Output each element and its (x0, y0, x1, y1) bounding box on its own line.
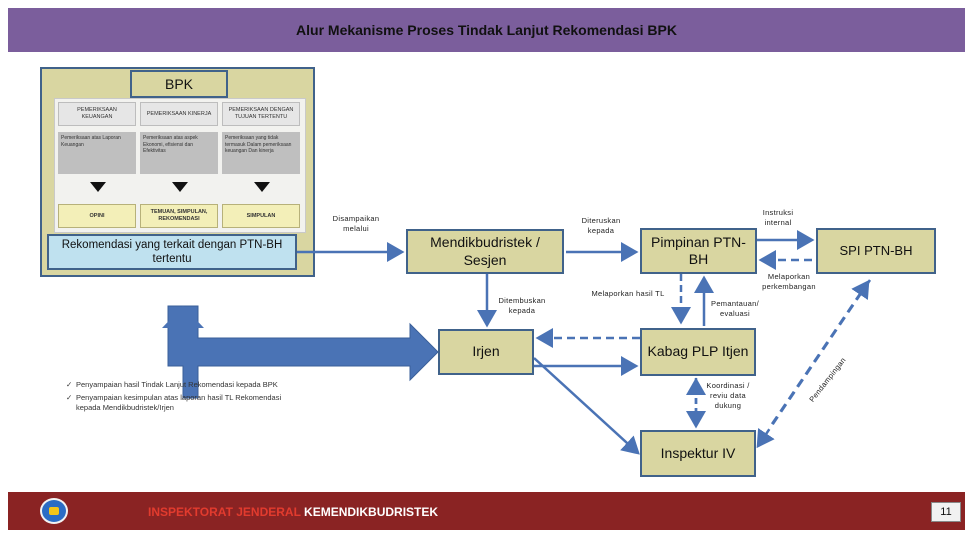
footer-right-text: KEMENDIKBUDRISTEK (304, 505, 439, 519)
note-item: ✓Penyampaian kesimpulan atas laporan has… (66, 393, 296, 414)
node-irjen: Irjen (438, 329, 534, 375)
footer-left-text: INSPEKTORAT JENDERAL (148, 505, 301, 519)
label-diteruskan: Diteruskan kepada (581, 216, 621, 236)
ministry-logo-icon (40, 498, 68, 524)
exam-header: PEMERIKSAAN KEUANGAN (58, 102, 136, 126)
label-disampaikan: Disampaikan melalui (332, 214, 380, 234)
footer-bar (8, 492, 965, 530)
rekomendasi-box: Rekomendasi yang terkait dengan PTN-BH t… (47, 234, 297, 270)
notes-list: ✓Penyampaian hasil Tindak Lanjut Rekomen… (66, 380, 296, 416)
exam-description: Pemeriksaan yang tidak termasuk Dalam pe… (222, 132, 300, 174)
exam-column-keuangan: PEMERIKSAAN KEUANGAN Pemeriksaan atas La… (58, 102, 136, 202)
label-pemantauan: Pemantauan/ evaluasi (711, 299, 759, 319)
result-simpulan: SIMPULAN (222, 204, 300, 228)
label-melaporkan-hasil: Melaporkan hasil TL (591, 289, 665, 298)
node-pimpinan-ptn-bh: Pimpinan PTN-BH (640, 228, 757, 274)
title-bar: Alur Mekanisme Proses Tindak Lanjut Reko… (8, 8, 965, 52)
node-spi-ptn-bh: SPI PTN-BH (816, 228, 936, 274)
exam-description: Pemeriksaan atas aspek Ekonomi, efisiens… (140, 132, 218, 174)
note-item: ✓Penyampaian hasil Tindak Lanjut Rekomen… (66, 380, 296, 391)
page-title: Alur Mekanisme Proses Tindak Lanjut Reko… (296, 22, 677, 38)
exam-column-kinerja: PEMERIKSAAN KINERJA Pemeriksaan atas asp… (140, 102, 218, 202)
page-number: 11 (931, 502, 961, 522)
note-text: Penyampaian kesimpulan atas laporan hasi… (76, 392, 282, 413)
arrow-irjen-inspektur (533, 357, 640, 455)
arrow-inspektur-spi (770, 279, 870, 425)
label-koordinasi: Koordinasi / reviu data dukung (706, 381, 750, 411)
feedback-arrow (167, 305, 439, 399)
node-kabag-plp-itjen: Kabag PLP Itjen (640, 328, 756, 376)
result-opini: OPINI (58, 204, 136, 228)
exam-column-tujuan-tertentu: PEMERIKSAAN DENGAN TUJUAN TERTENTU Pemer… (222, 102, 300, 202)
exam-header: PEMERIKSAAN DENGAN TUJUAN TERTENTU (222, 102, 300, 126)
down-arrow-icon (254, 182, 270, 192)
down-arrow-icon (90, 182, 106, 192)
note-text: Penyampaian hasil Tindak Lanjut Rekomend… (76, 380, 278, 389)
exam-header: PEMERIKSAAN KINERJA (140, 102, 218, 126)
label-ditembuskan: Ditembuskan kepada (498, 296, 546, 316)
bpk-label: BPK (130, 70, 228, 98)
label-melaporkan-perkembangan: Melaporkan perkembangan (762, 272, 816, 292)
label-instruksi: Instruksi internal (762, 208, 794, 228)
feedback-arrow-head (162, 306, 204, 328)
checkmark-icon: ✓ (66, 380, 73, 389)
node-mendikbudristek: Mendikbudristek / Sesjen (406, 229, 564, 274)
down-arrow-icon (172, 182, 188, 192)
result-temuan: TEMUAN, SIMPULAN, REKOMENDASI (140, 204, 218, 228)
checkmark-icon: ✓ (66, 392, 73, 402)
exam-description: Pemeriksaan atas Laporan Keuangan (58, 132, 136, 174)
node-inspektur-iv: Inspektur IV (640, 430, 756, 477)
footer-text: INSPEKTORAT JENDERAL KEMENDIKBUDRISTEK (148, 505, 438, 519)
